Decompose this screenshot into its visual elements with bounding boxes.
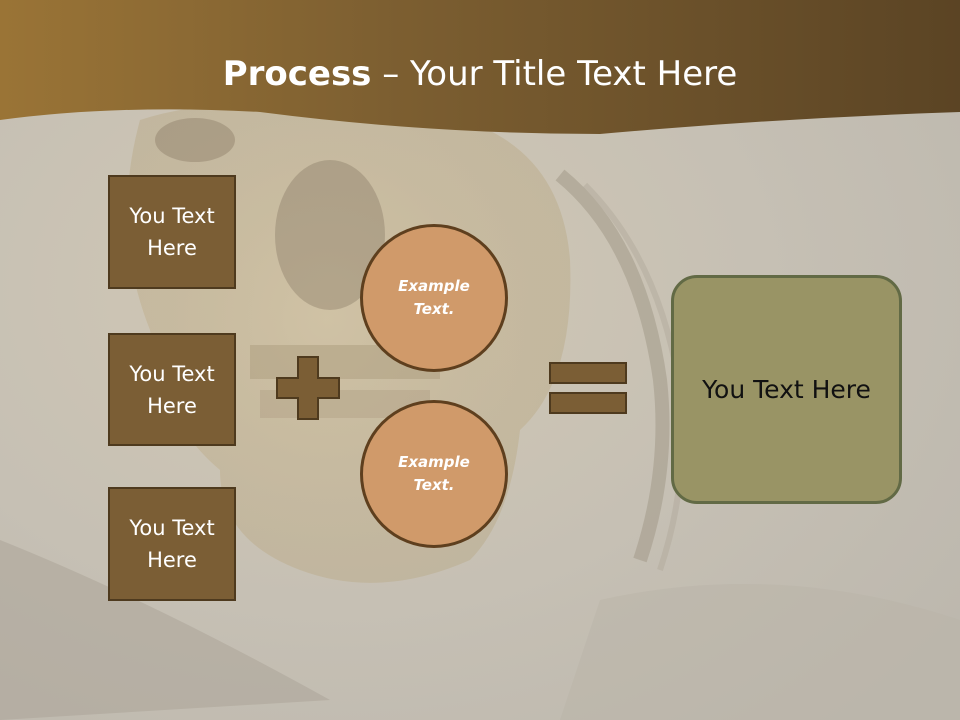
title-rest: – Your Title Text Here xyxy=(371,54,738,94)
result-box-label: You Text Here xyxy=(702,375,871,404)
left-box-2-label: You Text Here xyxy=(129,361,215,418)
result-box: You Text Here xyxy=(671,275,902,504)
example-circle-2: Example Text. xyxy=(360,400,508,548)
left-box-3-label: You Text Here xyxy=(129,516,215,572)
header-band xyxy=(0,0,960,134)
example-circle-1-label: Example Text. xyxy=(398,277,470,318)
slide-title: Process – Your Title Text Here xyxy=(0,52,960,96)
equals-icon xyxy=(549,362,627,414)
left-box-1-label: You Text Here xyxy=(129,204,215,260)
plus-icon xyxy=(276,356,340,420)
example-circle-1: Example Text. xyxy=(360,224,508,372)
left-box-1: You Text Here xyxy=(108,175,236,289)
example-circle-2-label: Example Text. xyxy=(398,453,470,494)
left-box-3: You Text Here xyxy=(108,487,236,601)
title-bold: Process xyxy=(222,54,372,94)
left-box-2: You Text Here xyxy=(108,333,236,446)
